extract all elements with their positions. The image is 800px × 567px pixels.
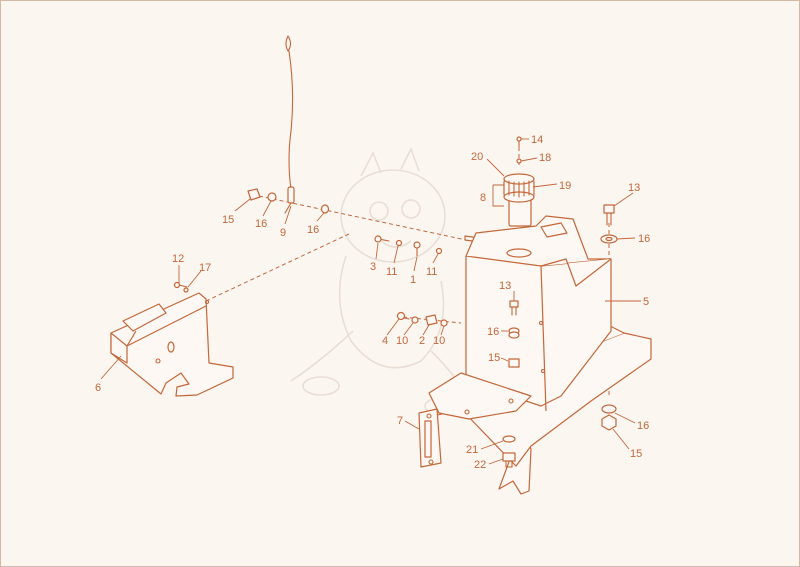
bracket-part-6 xyxy=(110,292,234,397)
hardware-upper-left xyxy=(247,188,488,257)
callout-7: 7 xyxy=(397,415,403,427)
callout-15-center: 15 xyxy=(488,352,500,364)
callout-13-center: 13 xyxy=(499,280,511,292)
filler-cap-assembly xyxy=(503,136,535,227)
callout-2: 2 xyxy=(419,335,425,347)
callout-16-right: 16 xyxy=(638,233,650,245)
callout-6: 6 xyxy=(95,382,101,394)
hardware-center xyxy=(173,281,448,327)
callout-13-right: 13 xyxy=(628,182,640,194)
callout-5: 5 xyxy=(643,296,649,308)
callout-10-left: 10 xyxy=(396,335,408,347)
callout-21: 21 xyxy=(466,444,478,456)
callout-labels: 14 18 20 19 8 13 16 15 16 9 16 12 17 3 1… xyxy=(95,134,650,471)
callout-16-left: 16 xyxy=(255,218,267,230)
center-bolt-stack xyxy=(508,300,520,368)
leader-lines xyxy=(100,138,641,465)
watermark-mascot xyxy=(290,146,472,415)
callout-3: 3 xyxy=(370,261,376,273)
cable-part-9 xyxy=(284,35,295,214)
callout-20: 20 xyxy=(471,151,483,163)
callout-11-left: 11 xyxy=(386,266,397,278)
callout-1: 1 xyxy=(410,274,416,286)
callout-14: 14 xyxy=(531,134,543,146)
callout-16-bottom: 16 xyxy=(637,420,649,432)
callout-11-right: 11 xyxy=(426,266,437,278)
callout-10-right: 10 xyxy=(433,335,445,347)
callout-19: 19 xyxy=(559,180,571,192)
callout-8: 8 xyxy=(480,192,486,204)
callout-17: 17 xyxy=(199,262,211,274)
callout-9: 9 xyxy=(280,227,286,239)
callout-22: 22 xyxy=(474,459,486,471)
tank-housing-part-5 xyxy=(428,215,652,495)
callout-16-cable: 16 xyxy=(307,224,319,236)
right-bolt-stack xyxy=(600,204,618,431)
callout-15-left: 15 xyxy=(222,214,234,226)
callout-18: 18 xyxy=(539,152,551,164)
drain-plug-parts xyxy=(502,435,516,468)
callout-4: 4 xyxy=(382,335,388,347)
callout-16-center: 16 xyxy=(487,326,499,338)
plate-part-7 xyxy=(418,408,442,468)
callout-12: 12 xyxy=(172,253,184,265)
callout-15-bottom: 15 xyxy=(630,448,642,460)
